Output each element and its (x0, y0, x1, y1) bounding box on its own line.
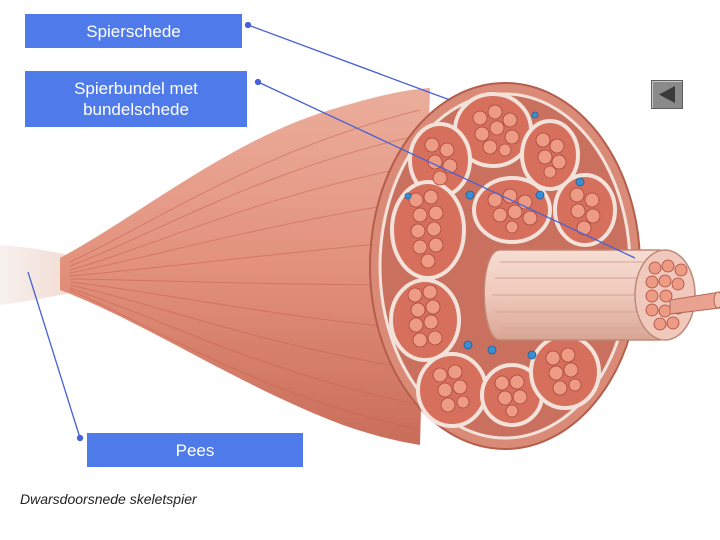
label-spierbundel: Spierbundel met bundelschede (25, 71, 247, 127)
figure-caption: Dwarsdoorsnede skeletspier (20, 491, 197, 507)
label-pees: Pees (87, 433, 303, 467)
pointer-line-sheath (248, 25, 450, 100)
back-button[interactable] (651, 80, 683, 109)
extracted-fascicle (484, 250, 720, 340)
pointer-line-tendon (28, 272, 80, 438)
back-arrow-icon (652, 81, 682, 108)
label-spierschede: Spierschede (25, 14, 242, 48)
